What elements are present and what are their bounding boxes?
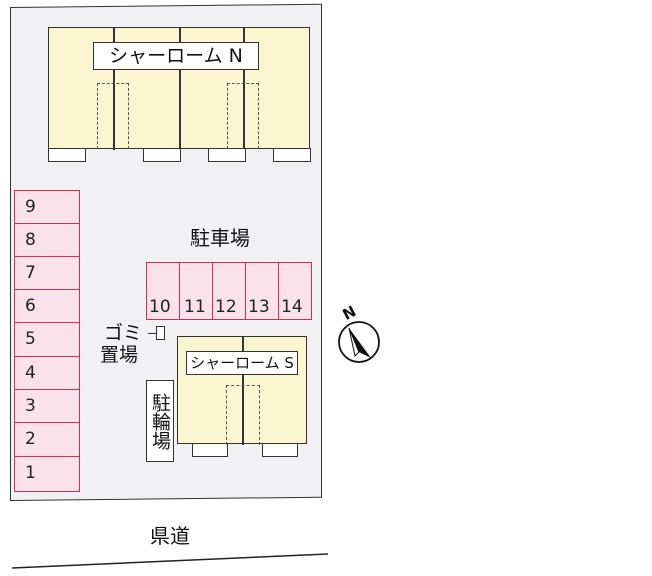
- parking-space: 8: [14, 223, 80, 257]
- balcony: [262, 443, 298, 457]
- parking-space: 7: [14, 256, 80, 290]
- parking-space: 9: [14, 190, 80, 224]
- garbage-bin-marker: [156, 326, 165, 340]
- parking-space: 14: [278, 262, 312, 320]
- parking-column-left: 9 8 7 6 5 4 3 2 1: [14, 190, 80, 492]
- unit-divider: [242, 337, 244, 445]
- garbage-connector: [148, 333, 156, 334]
- garbage-area-label: ゴミ 置場: [100, 322, 142, 366]
- parking-space: 5: [14, 322, 80, 357]
- building-south-label: シャーローム S: [186, 351, 298, 375]
- building-north-label: シャーローム N: [93, 42, 259, 70]
- parking-space: 12: [212, 262, 246, 320]
- garbage-label-line1: ゴミ: [104, 322, 143, 344]
- balcony: [208, 148, 246, 162]
- parking-space: 4: [14, 356, 80, 390]
- stairwell: [97, 83, 129, 149]
- compass: N: [335, 302, 385, 368]
- unit-divider: [243, 28, 245, 150]
- parking-row-center: 10 11 12 13 14: [146, 262, 312, 320]
- balcony: [273, 148, 311, 162]
- stairwell: [227, 83, 259, 149]
- parking-space: 13: [245, 262, 279, 320]
- parking-space: 3: [14, 389, 80, 423]
- parking-space: 10: [146, 262, 180, 320]
- balcony: [48, 148, 86, 162]
- parking-space: 1: [14, 456, 80, 492]
- stairwell: [226, 385, 260, 445]
- road-line: [11, 553, 329, 569]
- road-label: 県道: [150, 524, 190, 548]
- compass-rose-icon: [338, 321, 380, 363]
- parking-label: 駐車場: [190, 226, 250, 250]
- unit-divider: [179, 28, 181, 150]
- parking-space: 11: [179, 262, 213, 320]
- garbage-label-line2: 置場: [100, 344, 139, 366]
- balcony: [192, 443, 228, 457]
- balcony: [143, 148, 181, 162]
- building-north: シャーローム N: [48, 27, 310, 150]
- building-south: シャーローム S: [177, 336, 307, 445]
- parking-space: 6: [14, 289, 80, 323]
- bicycle-parking: 駐輪場: [146, 380, 174, 462]
- parking-space: 2: [14, 422, 80, 457]
- unit-divider: [113, 28, 115, 150]
